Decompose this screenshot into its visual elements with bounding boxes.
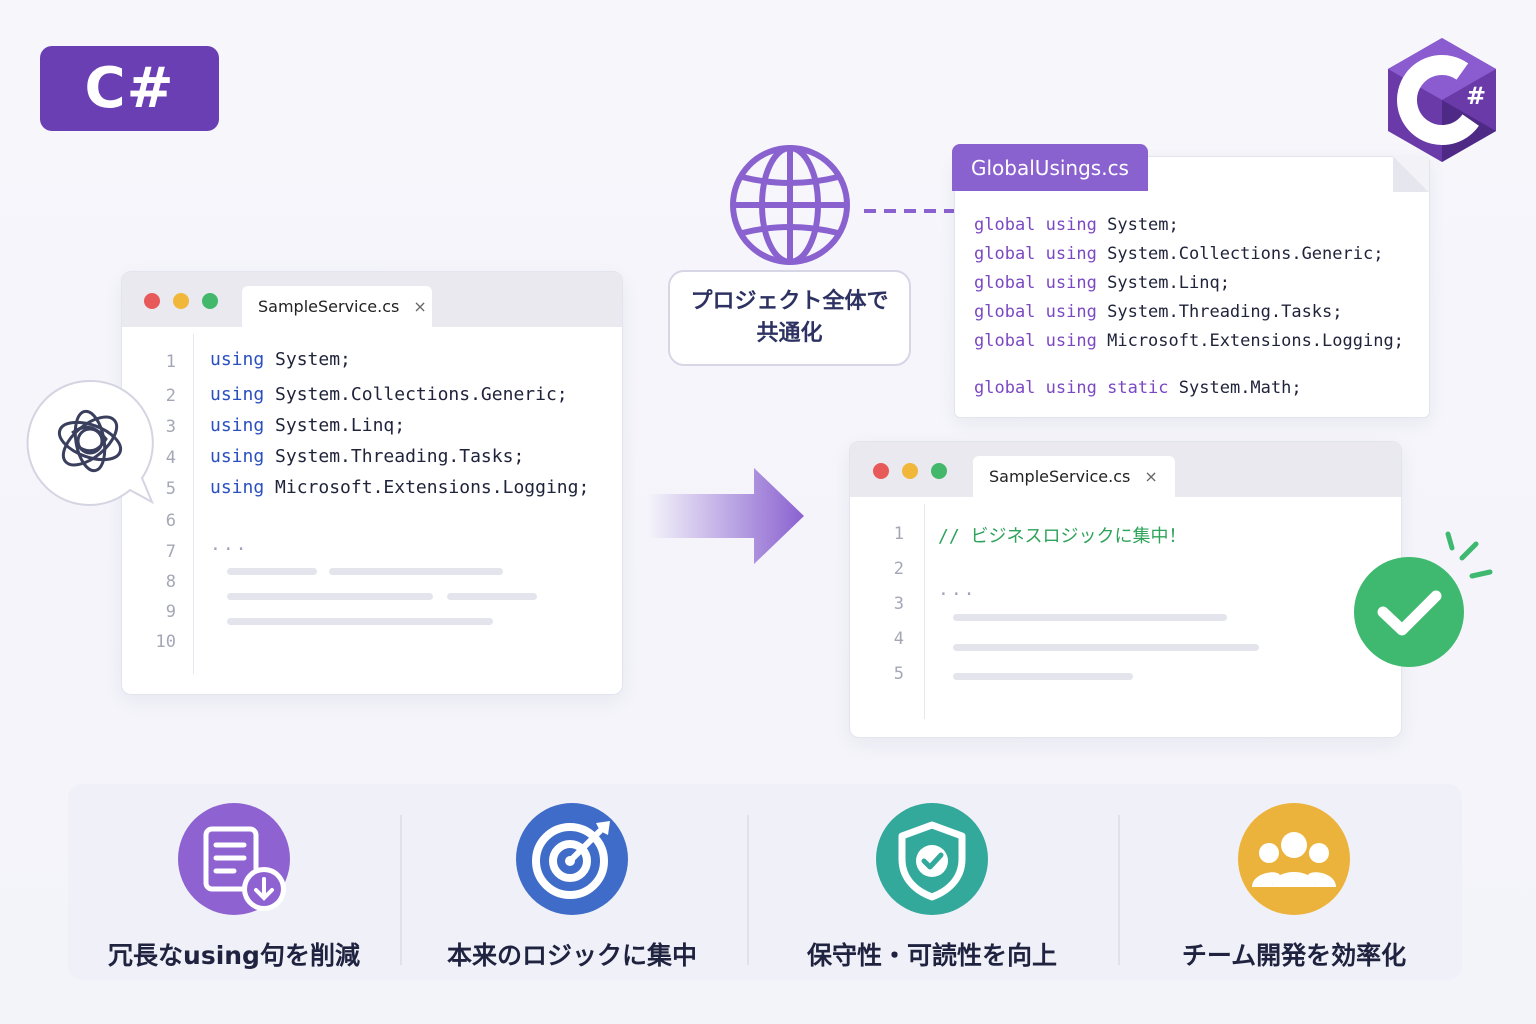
- logo-symbol: #: [1466, 82, 1487, 110]
- line-number: 3: [893, 594, 904, 614]
- minimize-dot[interactable]: [173, 293, 189, 309]
- line-number: 3: [165, 417, 176, 437]
- shared-line-1: プロジェクト全体で: [690, 289, 889, 314]
- line-number: 10: [155, 632, 176, 652]
- divider: [400, 815, 402, 965]
- placeholder-line: [329, 568, 503, 575]
- line-number: 2: [893, 559, 904, 579]
- global-usings-card: [954, 156, 1430, 418]
- placeholder-line: [227, 593, 433, 600]
- shared-line-2: 共通化: [756, 321, 823, 346]
- tab-globalusings[interactable]: GlobalUsings.cs: [952, 144, 1148, 191]
- global-using-line: global using System;: [974, 215, 1179, 235]
- csharp-badge: C#: [40, 46, 219, 131]
- team-icon: [1238, 803, 1350, 915]
- tab-label: SampleService.cs: [989, 467, 1131, 486]
- minimize-dot[interactable]: [902, 463, 918, 479]
- document-download-icon: [178, 803, 290, 915]
- tangled-speech-bubble: [26, 377, 158, 509]
- ellipsis: ...: [210, 534, 249, 555]
- shield-check-icon: [876, 803, 988, 915]
- feature-label: チーム開発を効率化: [1181, 941, 1407, 970]
- csharp-logo-icon: #: [1384, 36, 1500, 164]
- divider: [747, 815, 749, 965]
- close-dot[interactable]: [873, 463, 889, 479]
- line-number: 8: [165, 572, 176, 592]
- page-fold: [1393, 156, 1429, 192]
- globe-icon: [728, 143, 852, 267]
- feature-label: 保守性・可読性を向上: [806, 941, 1057, 970]
- ellipsis: ...: [938, 579, 977, 600]
- target-icon: [516, 803, 628, 915]
- code-line: using System.Linq;: [210, 415, 406, 436]
- line-number: 7: [165, 542, 176, 562]
- maximize-dot[interactable]: [931, 463, 947, 479]
- line-number: 9: [165, 602, 176, 622]
- tab-sampleservice[interactable]: SampleService.cs ×: [242, 286, 432, 327]
- feature-label: 本来のロジックに集中: [446, 941, 697, 970]
- placeholder-line: [953, 673, 1133, 680]
- code-comment: // ビジネスロジックに集中！: [938, 526, 1187, 547]
- features-panel: [68, 784, 1462, 980]
- line-number: 5: [893, 664, 904, 684]
- code-line: using System.Threading.Tasks;: [210, 446, 525, 467]
- line-number: 5: [165, 479, 176, 499]
- dashed-connector: [864, 209, 954, 213]
- line-number: 6: [165, 511, 176, 531]
- global-using-static-line: global using static System.Math;: [974, 378, 1302, 398]
- global-using-line: global using System.Collections.Generic;: [974, 244, 1384, 264]
- tangle-icon: [57, 409, 123, 473]
- placeholder-line: [227, 618, 493, 625]
- badge-label: C#: [84, 56, 175, 121]
- check-circle-icon: [1352, 526, 1498, 672]
- line-number: 1: [165, 352, 176, 372]
- tab-sampleservice[interactable]: SampleService.cs ×: [973, 456, 1175, 497]
- global-using-line: global using Microsoft.Extensions.Loggin…: [974, 331, 1404, 351]
- line-number: 4: [165, 448, 176, 468]
- code-line: using System.Collections.Generic;: [210, 384, 568, 405]
- gutter-divider: [193, 334, 194, 674]
- close-dot[interactable]: [144, 293, 160, 309]
- shared-scope-box: プロジェクト全体で 共通化: [668, 270, 911, 366]
- close-icon[interactable]: ×: [413, 297, 427, 316]
- global-using-line: global using System.Linq;: [974, 273, 1230, 293]
- gutter-divider: [924, 504, 925, 719]
- code-line: using System;: [210, 349, 351, 370]
- global-using-line: global using System.Threading.Tasks;: [974, 302, 1343, 322]
- maximize-dot[interactable]: [202, 293, 218, 309]
- divider: [1118, 815, 1120, 965]
- placeholder-line: [953, 614, 1227, 621]
- feature-label: 冗長なusing句を削減: [108, 941, 360, 970]
- placeholder-line: [227, 568, 317, 575]
- left-editor-window: SampleService.cs × 1 2 3 4 5 6 7 8 9 10 …: [121, 271, 623, 695]
- placeholder-line: [447, 593, 537, 600]
- close-icon[interactable]: ×: [1144, 467, 1158, 486]
- placeholder-line: [953, 644, 1259, 651]
- right-editor-window: SampleService.cs × 1 2 3 4 5 // ビジネスロジック…: [849, 441, 1402, 738]
- tab-label: SampleService.cs: [258, 297, 400, 316]
- line-number: 2: [165, 386, 176, 406]
- code-line: using Microsoft.Extensions.Logging;: [210, 477, 590, 498]
- transform-arrow-icon: [648, 466, 808, 566]
- gtab-label: GlobalUsings.cs: [971, 155, 1129, 180]
- line-number: 1: [893, 524, 904, 544]
- line-number: 4: [893, 629, 904, 649]
